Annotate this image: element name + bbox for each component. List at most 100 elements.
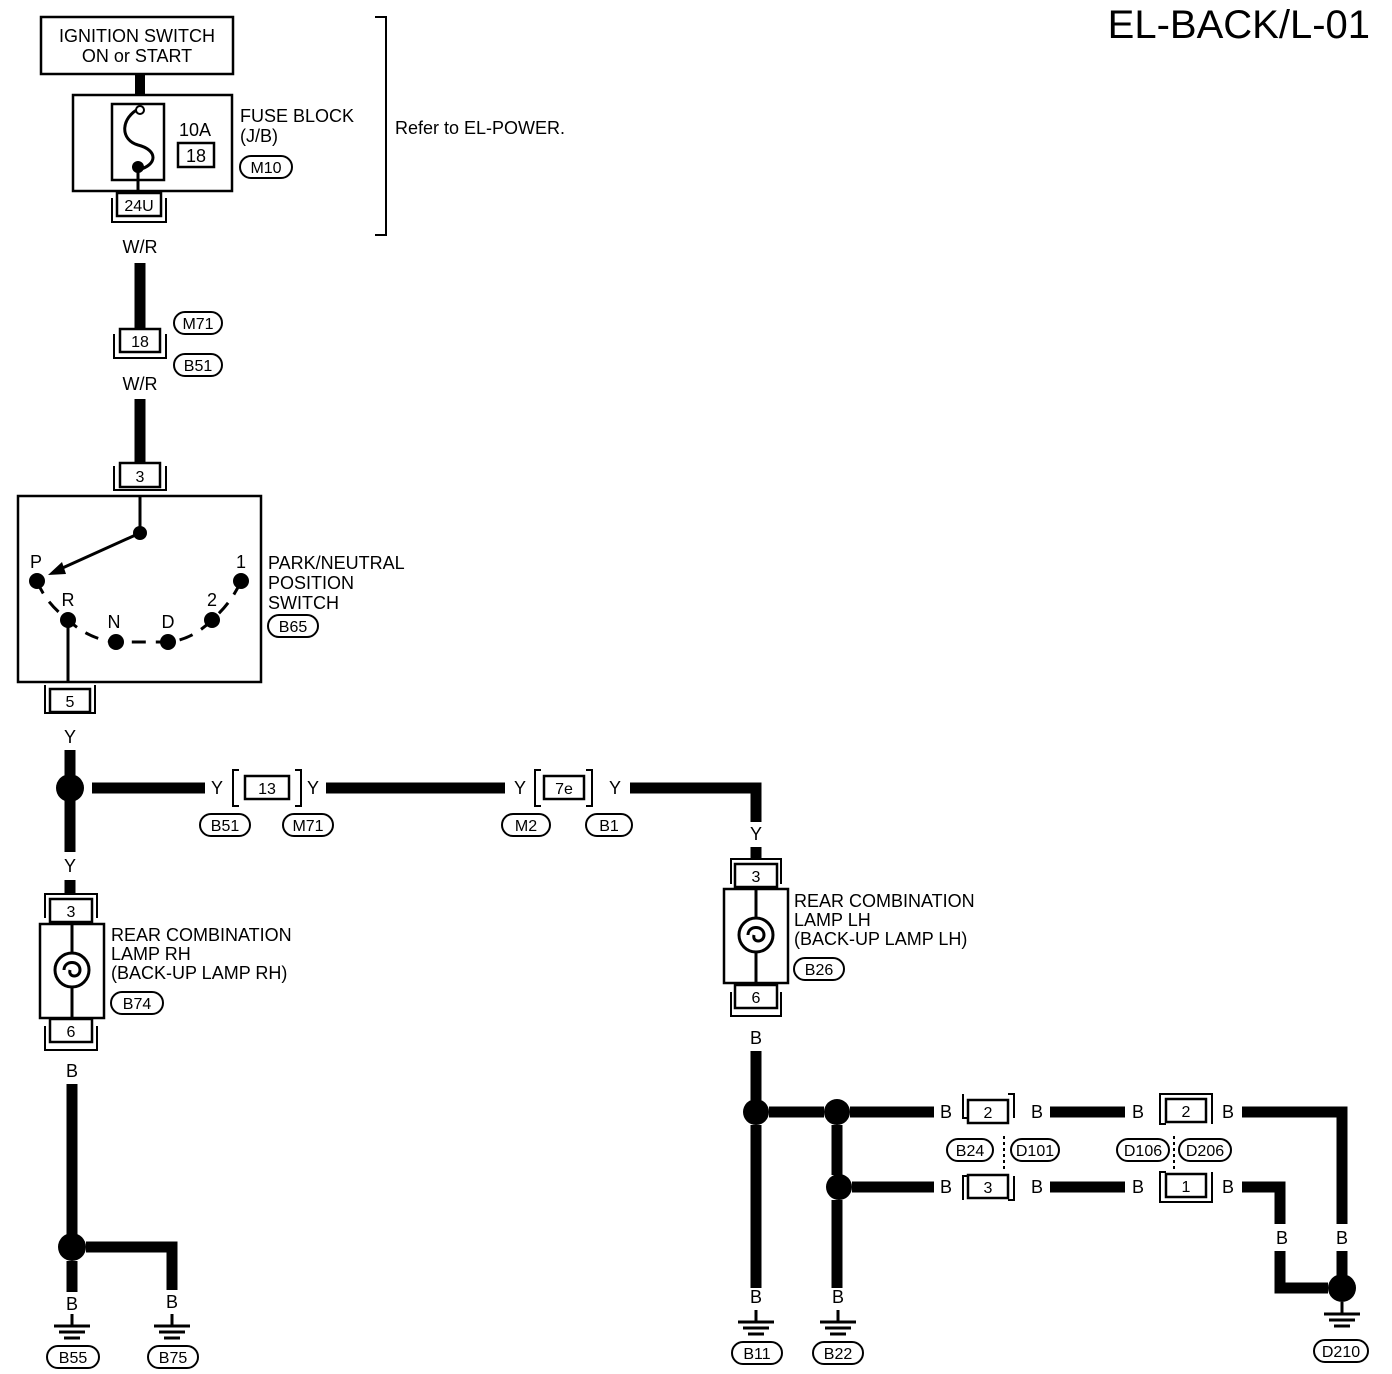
wire-color-b-5: B xyxy=(750,1287,762,1307)
splice-b-rh xyxy=(58,1233,86,1261)
lamp-lh-label-1: REAR COMBINATION xyxy=(794,891,975,911)
wire-color-b-7: B xyxy=(940,1102,952,1122)
joint-connector-7e: 7e M2 B1 xyxy=(501,769,633,837)
joint-connector-1d: 1 xyxy=(1159,1171,1213,1203)
joint-7e-right-connector: B1 xyxy=(599,818,619,835)
pnp-pos-2: 2 xyxy=(207,590,217,610)
joint-2c-pin: 2 xyxy=(1182,1104,1191,1121)
wire-color-b-6: B xyxy=(832,1287,844,1307)
wire-color-b-15: B xyxy=(1222,1177,1234,1197)
ground-b11-label: B11 xyxy=(743,1346,770,1363)
pnp-connector: B65 xyxy=(279,619,308,636)
joint-13-left-connector: B51 xyxy=(211,818,240,835)
wire-color-y-3: Y xyxy=(211,778,223,798)
joint-connector-d106: D106 xyxy=(1124,1143,1162,1160)
park-neutral-position-switch: 3 P R N D 2 1 PARK/NEUTRAL POSITION SWIT… xyxy=(16,461,405,714)
bulb-icon xyxy=(737,916,775,954)
joint-18-top-connector: M71 xyxy=(182,316,213,333)
joint-2a-pin: 2 xyxy=(984,1105,993,1122)
splice-b-d210 xyxy=(1328,1274,1356,1302)
ground-b55-label: B55 xyxy=(59,1350,88,1367)
ground-b75: B75 xyxy=(147,1314,199,1369)
joint-3b-pin: 3 xyxy=(984,1180,993,1197)
fuse-terminal: 24U xyxy=(124,198,153,215)
ground-b11: B11 xyxy=(731,1310,783,1365)
wire-color-b-3: B xyxy=(166,1292,178,1312)
ground-b55: B55 xyxy=(46,1314,100,1369)
wire-color-y-4: Y xyxy=(307,778,319,798)
lamp-rh-label-1: REAR COMBINATION xyxy=(111,925,292,945)
fuse-amps: 10A xyxy=(179,120,211,140)
wire-ign-to-fuse xyxy=(135,74,145,96)
wire-color-b-2: B xyxy=(66,1294,78,1314)
joint-connector-d206: D206 xyxy=(1186,1143,1224,1160)
wire-color-y-7: Y xyxy=(750,824,762,844)
joint-7e-left-connector: M2 xyxy=(515,818,537,835)
lamp-rh-pin-bottom: 6 xyxy=(67,1024,76,1041)
refer-note: Refer to EL-POWER. xyxy=(395,118,565,138)
splice-b-lh-2 xyxy=(824,1099,850,1125)
joint-13-right-connector: M71 xyxy=(292,818,323,835)
ground-b22-label: B22 xyxy=(824,1346,853,1363)
ground-d210-label: D210 xyxy=(1322,1344,1360,1361)
joint-connector-d101: D101 xyxy=(1016,1143,1054,1160)
pnp-pin-in: 3 xyxy=(136,469,145,486)
joint-connector-18: 18 M71 B51 xyxy=(113,311,223,377)
ignition-switch: IGNITION SWITCH ON or START xyxy=(39,15,235,76)
pnp-pin-out: 5 xyxy=(66,694,75,711)
splice-b-lh-3 xyxy=(826,1174,852,1200)
lamp-lh-pin-top: 3 xyxy=(752,869,761,886)
pnp-label-1: PARK/NEUTRAL xyxy=(268,553,405,573)
fuse-number: 18 xyxy=(186,146,206,166)
joint-connector-3b: 3 xyxy=(962,1173,1015,1201)
splice-y xyxy=(56,774,84,802)
rear-combination-lamp-lh: 3 6 REAR COMBINATION LAMP LH (BACK-UP LA… xyxy=(722,858,975,1017)
joint-connector-2c: 2 xyxy=(1159,1093,1213,1125)
joint-18-bottom-connector: B51 xyxy=(184,358,213,375)
wire-color-b-1: B xyxy=(66,1061,78,1081)
joint-connector-2a: 2 xyxy=(962,1093,1015,1125)
pnp-label-3: SWITCH xyxy=(268,593,339,613)
wire-color-b-4: B xyxy=(750,1028,762,1048)
refer-bracket xyxy=(375,16,387,236)
lamp-lh-pin-bottom: 6 xyxy=(752,990,761,1007)
joint-connector-13: 13 B51 M71 xyxy=(199,769,334,837)
lamp-lh-label-2: LAMP LH xyxy=(794,910,871,930)
wire-color-b-8: B xyxy=(1031,1102,1043,1122)
pnp-pos-d: D xyxy=(162,612,175,632)
ground-d210: D210 xyxy=(1313,1302,1369,1363)
wire-color-b-9: B xyxy=(1132,1102,1144,1122)
wire-color-b-11: B xyxy=(1336,1228,1348,1248)
joint-7e-pin: 7e xyxy=(555,781,573,798)
pnp-pos-p: P xyxy=(30,552,42,572)
fuse-block-label: FUSE BLOCK xyxy=(240,106,354,126)
wire-color-y-5: Y xyxy=(514,778,526,798)
joint-18-pin: 18 xyxy=(131,334,149,351)
fuse-block-label-2: (J/B) xyxy=(240,126,278,146)
wire-color-b-12: B xyxy=(940,1177,952,1197)
ignition-switch-label: IGNITION SWITCH xyxy=(59,26,215,46)
bulb-icon xyxy=(53,951,91,989)
rear-combination-lamp-rh: 3 6 REAR COMBINATION LAMP RH (BACK-UP LA… xyxy=(38,893,292,1051)
wire-color-b-13: B xyxy=(1031,1177,1043,1197)
ground-b75-label: B75 xyxy=(159,1350,188,1367)
pnp-pos-1: 1 xyxy=(236,552,246,572)
wire-color-wr-1: W/R xyxy=(123,237,158,257)
fuse-block: 10A 18 FUSE BLOCK (J/B) M10 24U xyxy=(71,93,354,223)
wire-color-y-1: Y xyxy=(64,727,76,747)
joint-connector-b24: B24 xyxy=(956,1143,985,1160)
joint-1d-pin: 1 xyxy=(1182,1179,1191,1196)
lamp-lh-connector: B26 xyxy=(805,962,834,979)
ignition-switch-label-2: ON or START xyxy=(82,46,192,66)
pnp-pos-r: R xyxy=(62,590,75,610)
lamp-rh-pin-top: 3 xyxy=(67,904,76,921)
wire-color-y-6: Y xyxy=(609,778,621,798)
page-title: EL-BACK/L-01 xyxy=(1108,3,1370,47)
wire-color-y-2: Y xyxy=(64,856,76,876)
pnp-pos-n: N xyxy=(108,612,121,632)
fuse-block-connector: M10 xyxy=(250,160,281,177)
lamp-rh-label-2: LAMP RH xyxy=(111,944,191,964)
ground-b22: B22 xyxy=(812,1310,864,1365)
wire-color-b-16: B xyxy=(1276,1228,1288,1248)
